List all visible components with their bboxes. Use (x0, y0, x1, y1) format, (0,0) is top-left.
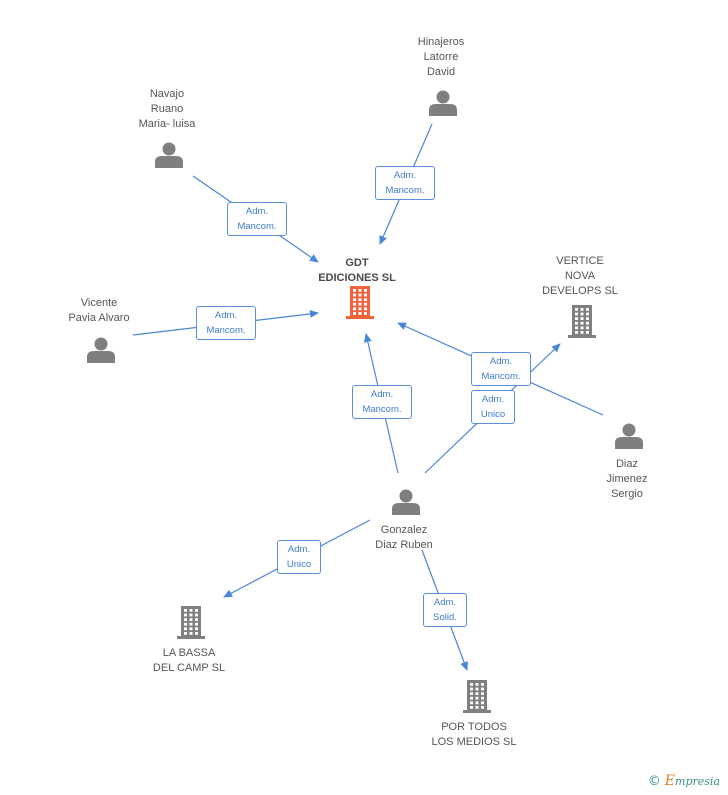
node-label-line: Maria- luisa (138, 118, 196, 130)
node-label-line: VERTICE (556, 255, 604, 267)
node-label-line: LA BASSA (162, 647, 216, 659)
role-label-line: Adm. (370, 389, 394, 400)
relation-role-label[interactable]: Adm. Mancom. (196, 306, 256, 340)
node-label-line: LOS MEDIOS SL (431, 736, 517, 748)
node-label-line: Diaz Ruben (375, 539, 433, 551)
relation-role-label[interactable]: Adm. Mancom. (375, 166, 435, 200)
role-label-line: Solid. (433, 612, 457, 623)
person-icon[interactable] (155, 142, 183, 169)
node-label-line: Navajo (149, 88, 185, 100)
relation-role-label[interactable]: Adm. Mancom. (471, 352, 531, 386)
role-label-line: Unico (286, 559, 312, 570)
node-label-line: Ruano (150, 103, 184, 115)
company-name-label[interactable]: GDT EDICIONES SL (318, 256, 396, 286)
role-label-line: Mancom. (206, 325, 246, 336)
relation-role-label[interactable]: Adm. Unico (277, 540, 321, 574)
role-label-line: Adm. (287, 544, 311, 555)
role-label-line: Mancom. (362, 404, 402, 415)
empresia-watermark: ©Empresia (648, 773, 720, 789)
copyright-symbol: © (647, 774, 661, 789)
relation-role-label[interactable]: Adm. Mancom. (227, 202, 287, 236)
role-label-line: Mancom. (385, 185, 425, 196)
relation-role-label[interactable]: Adm. Solid. (423, 593, 467, 627)
brand-name-rest: mpresia (675, 775, 720, 788)
node-label-line: EDICIONES SL (318, 272, 396, 284)
main-company-icon[interactable] (346, 286, 374, 319)
node-label-line: Gonzalez (380, 524, 428, 536)
company-icon[interactable] (463, 680, 491, 713)
node-label-line: Jimenez (606, 473, 648, 485)
person-icon[interactable] (429, 90, 457, 117)
company-name-label[interactable]: VERTICE NOVA DEVELOPS SL (542, 254, 618, 299)
node-label-line: NOVA (564, 270, 596, 282)
role-label-line: Adm. (481, 394, 505, 405)
node-label-line: Vicente (80, 297, 118, 309)
company-icon[interactable] (177, 606, 205, 639)
role-label-line: Unico (480, 409, 506, 420)
person-icon[interactable] (615, 423, 643, 450)
node-label-line: POR TODOS (441, 721, 507, 733)
node-label-line: Hinajeros (417, 36, 465, 48)
company-icon[interactable] (568, 305, 596, 338)
role-label-line: Adm. (393, 170, 417, 181)
brand-initial: E (664, 773, 676, 789)
company-name-label[interactable]: POR TODOS LOS MEDIOS SL (432, 720, 517, 750)
person-icon[interactable] (392, 489, 420, 516)
node-label-line: Latorre (423, 51, 459, 63)
node-label-line: DEVELOPS SL (542, 285, 618, 297)
role-label-line: Mancom. (481, 371, 521, 382)
relation-role-label[interactable]: Adm. Unico (471, 390, 515, 424)
company-name-label[interactable]: LA BASSA DEL CAMP SL (153, 646, 225, 676)
role-label-line: Adm. (245, 206, 269, 217)
relation-role-label[interactable]: Adm. Mancom. (352, 385, 412, 419)
node-label-line: David (426, 66, 456, 78)
role-label-line: Mancom. (237, 221, 277, 232)
node-label-line: Pavia Alvaro (68, 312, 130, 324)
role-label-line: Adm. (433, 597, 457, 608)
node-label-line: DEL CAMP SL (152, 662, 226, 674)
role-label-line: Adm. (214, 310, 238, 321)
node-label-line: Diaz (615, 458, 638, 470)
node-label-line: GDT (345, 257, 369, 269)
person-icon[interactable] (87, 337, 115, 364)
role-label-line: Adm. (489, 356, 513, 367)
node-label-line: Sergio (611, 488, 643, 500)
